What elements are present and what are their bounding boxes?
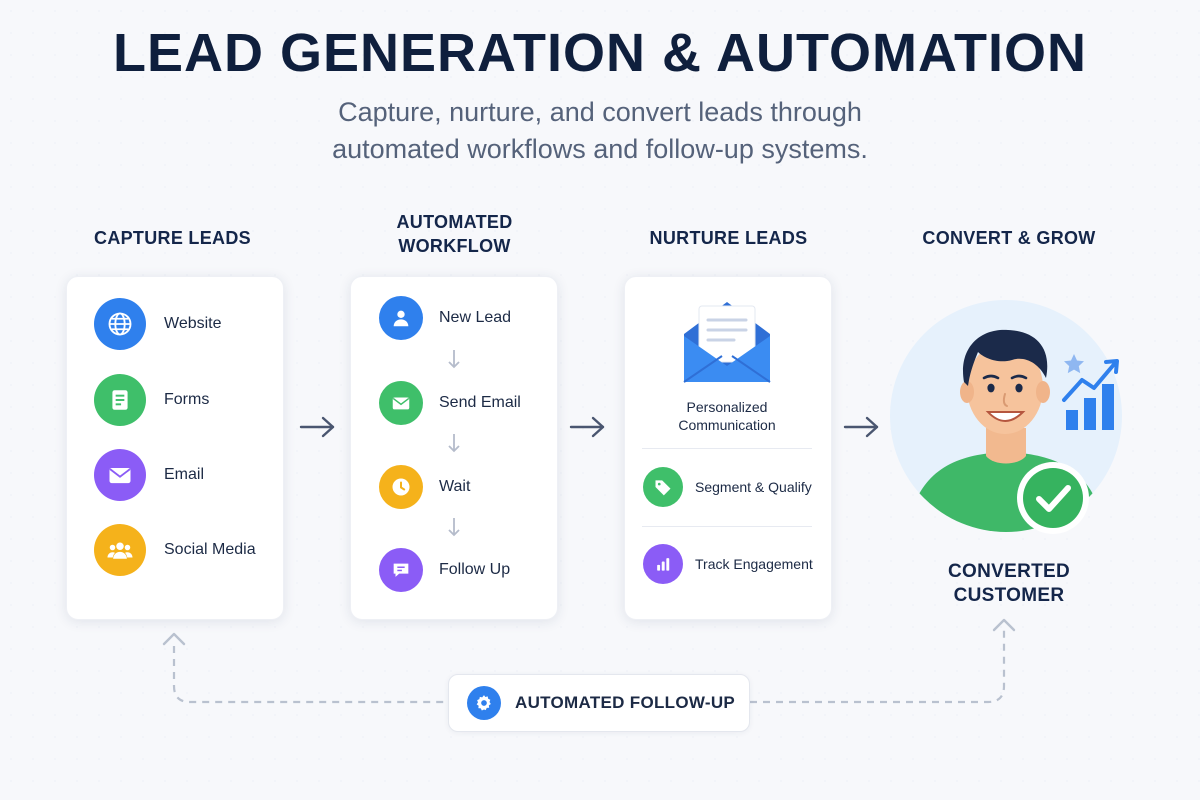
nurture-heading: NURTURE LEADS <box>649 228 808 248</box>
capture-item-label: Forms <box>164 391 210 408</box>
converted-customer-label: CONVERTED CUSTOMER <box>900 560 1118 608</box>
customer-illustration <box>890 300 1122 534</box>
workflow-step-label: Wait <box>439 478 471 495</box>
workflow-step-new-lead: New Lead <box>379 296 511 340</box>
convert-heading: CONVERT & GROW <box>922 228 1096 248</box>
converted-label-line-1: CONVERTED <box>948 561 1070 582</box>
arrow-down-icon <box>448 518 460 537</box>
nurture-item-label: Track Engagement <box>695 556 813 572</box>
capture-item-forms: Forms <box>94 374 209 426</box>
arrow-down-icon <box>448 434 460 453</box>
nurture-item-track: Track Engagement <box>643 544 813 584</box>
capture-item-email: Email <box>94 449 204 501</box>
arrow-down-icon <box>448 350 460 369</box>
user-icon <box>379 296 423 340</box>
converted-label-line-2: CUSTOMER <box>953 585 1065 606</box>
divider <box>642 526 812 527</box>
workflow-heading: AUTOMATED WORKFLOW <box>352 210 557 258</box>
arrow-right-icon <box>843 416 879 438</box>
clock-icon <box>379 465 423 509</box>
workflow-step-label: Follow Up <box>439 561 511 578</box>
divider <box>642 448 812 449</box>
page-subtitle: Capture, nurture, and convert leads thro… <box>250 94 950 168</box>
gear-icon <box>467 686 501 720</box>
subtitle-line-1: Capture, nurture, and convert leads thro… <box>338 97 862 127</box>
globe-icon <box>94 298 146 350</box>
tag-icon <box>643 467 683 507</box>
arrow-right-icon <box>569 416 605 438</box>
personalized-communication: Personalized Communication <box>626 398 828 434</box>
automated-follow-up-badge: AUTOMATED FOLLOW-UP <box>448 674 750 732</box>
people-icon <box>94 524 146 576</box>
chat-icon <box>379 548 423 592</box>
workflow-heading-line-1: AUTOMATED <box>396 212 513 232</box>
capture-heading: CAPTURE LEADS <box>94 228 251 248</box>
arrow-right-icon <box>299 416 335 438</box>
page-title: LEAD GENERATION & AUTOMATION <box>113 23 1087 83</box>
bar-chart-icon <box>643 544 683 584</box>
workflow-step-follow-up: Follow Up <box>379 548 510 592</box>
capture-item-label: Email <box>164 466 205 483</box>
nurture-item-label: Segment & Qualify <box>695 479 812 495</box>
capture-item-label: Social Media <box>164 541 256 558</box>
workflow-step-label: New Lead <box>439 309 512 326</box>
envelope-icon <box>683 302 771 383</box>
follow-up-label: AUTOMATED FOLLOW-UP <box>515 693 736 712</box>
feedback-loop-connector <box>162 618 1016 704</box>
mail-icon <box>94 449 146 501</box>
capture-item-social-media: Social Media <box>94 524 256 576</box>
capture-item-website: Website <box>94 298 222 350</box>
workflow-step-send-email: Send Email <box>379 381 521 425</box>
workflow-heading-line-2: WORKFLOW <box>398 236 511 256</box>
mail-icon <box>379 381 423 425</box>
feature-line-1: Personalized <box>686 399 768 415</box>
subtitle-line-2: automated workflows and follow-up system… <box>332 134 868 164</box>
feature-line-2: Communication <box>678 417 776 433</box>
capture-item-label: Website <box>164 315 222 332</box>
form-icon <box>94 374 146 426</box>
workflow-step-label: Send Email <box>439 394 521 411</box>
workflow-step-wait: Wait <box>379 465 470 509</box>
nurture-item-segment: Segment & Qualify <box>643 467 812 507</box>
